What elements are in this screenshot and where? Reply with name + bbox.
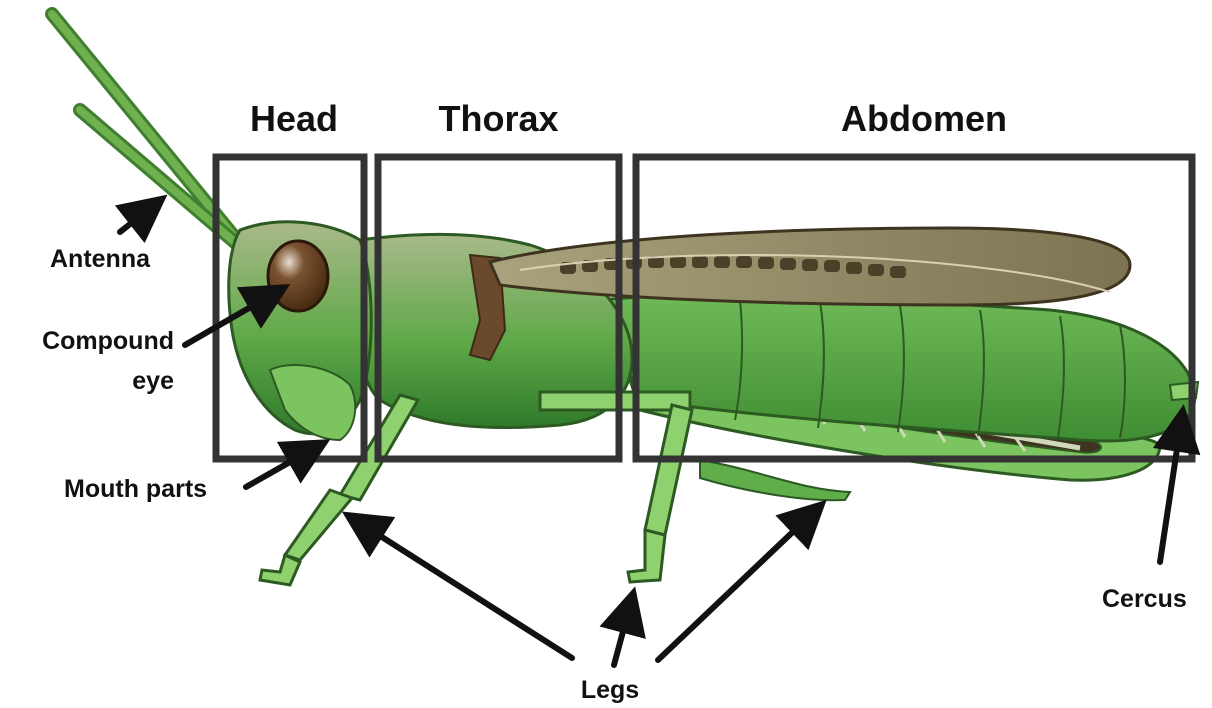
mouth-parts-arrow [246,445,320,487]
head-title: Head [216,99,372,139]
legs-label: Legs [560,675,660,705]
antenna-label: Antenna [50,244,150,274]
thorax-title: Thorax [378,99,619,139]
abdomen-title: Abdomen [636,99,1212,139]
compound-eye-label-line1: Compound [10,326,174,356]
compound-eye-label-line2: eye [10,366,174,396]
mouth-parts-label: Mouth parts [64,474,207,504]
legs-arrow-front [352,518,572,658]
compound-eye-shape [268,241,328,311]
antenna-arrow [120,202,158,232]
cercus-arrow [1160,416,1182,562]
legs-arrow-middle [614,598,632,665]
cercus-label: Cercus [1102,584,1187,614]
legs-arrow-hind [658,508,818,660]
